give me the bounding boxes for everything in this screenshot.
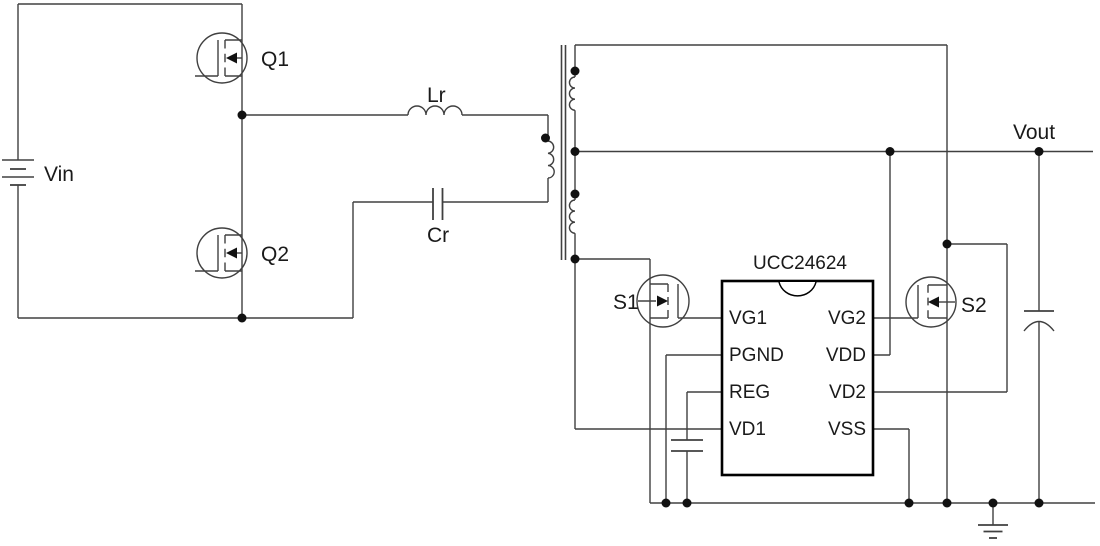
ic-ucc24624: UCC24624 VG1 PGND REG VD1 VG2 VDD VD2 VS… bbox=[720, 253, 875, 477]
junction-switch-node bbox=[237, 110, 247, 120]
transformer-symbol bbox=[547, 45, 576, 260]
junction-vdd-vout bbox=[885, 147, 895, 156]
ground-symbol bbox=[978, 503, 1008, 539]
s1-mosfet-symbol bbox=[636, 274, 690, 328]
outcap-plate-curved bbox=[1023, 320, 1055, 332]
q1-label: Q1 bbox=[261, 48, 289, 71]
s2-label: S2 bbox=[961, 294, 987, 317]
q1-arrow-icon bbox=[226, 52, 237, 64]
q1-mosfet-symbol bbox=[195, 32, 248, 84]
q2-label: Q2 bbox=[261, 243, 289, 266]
transformer-secondary-bottom-coil bbox=[568, 199, 576, 234]
s2-body-circle bbox=[905, 276, 957, 328]
s2-mosfet-symbol bbox=[905, 276, 957, 328]
junction-regcap-gnd bbox=[682, 498, 692, 508]
s1-body-circle bbox=[636, 274, 690, 328]
junction-center-tap bbox=[570, 147, 580, 156]
ic-pin-pgnd: PGND bbox=[729, 345, 784, 366]
s2-arrow-icon bbox=[928, 296, 939, 308]
junction-vd2-s2drain bbox=[942, 239, 952, 249]
secondary-bottom-polarity-dot bbox=[570, 189, 580, 199]
transformer-primary-coil bbox=[547, 140, 555, 179]
output-capacitor-symbol bbox=[1023, 310, 1055, 332]
ic-pin-vdd: VDD bbox=[826, 345, 866, 366]
junction-secondary-bottom bbox=[570, 254, 580, 264]
s1-arrow-icon bbox=[657, 295, 668, 307]
secondary-top-polarity-dot bbox=[570, 66, 580, 76]
cr-capacitor-symbol bbox=[432, 188, 444, 220]
lr-coil bbox=[407, 105, 463, 116]
lr-label: Lr bbox=[427, 84, 446, 107]
vin-label: Vin bbox=[44, 163, 74, 186]
junction-groundsym-gnd bbox=[988, 498, 998, 508]
ic-pin-vg1: VG1 bbox=[729, 308, 767, 329]
junction-dots bbox=[237, 66, 1044, 508]
junction-pgnd-gnd bbox=[661, 498, 671, 508]
q2-mosfet-symbol bbox=[195, 227, 248, 279]
ic-part-number: UCC24624 bbox=[753, 253, 847, 274]
vin-battery-symbol bbox=[2, 159, 34, 186]
vout-label: Vout bbox=[1013, 121, 1055, 144]
ic-body bbox=[720, 279, 875, 477]
ic-pin-vg2: VG2 bbox=[828, 308, 866, 329]
q2-arrow-icon bbox=[226, 247, 237, 259]
cr-label: Cr bbox=[427, 224, 449, 247]
ic-pin1-notch-icon bbox=[778, 281, 817, 297]
junction-vss-gnd bbox=[904, 498, 914, 508]
q2-body-circle bbox=[196, 227, 248, 279]
s1-label: S1 bbox=[613, 291, 639, 314]
wires bbox=[17, 3, 1095, 504]
junction-outcap-gnd bbox=[1034, 498, 1044, 508]
ic-pin-vd1: VD1 bbox=[729, 419, 766, 440]
ic-pin-vd2: VD2 bbox=[829, 382, 866, 403]
reg-capacitor-symbol bbox=[671, 439, 703, 452]
transformer-secondary-top-coil bbox=[568, 76, 576, 111]
junction-s2source-gnd bbox=[942, 498, 952, 508]
junction-q2-source bbox=[237, 313, 247, 323]
primary-polarity-dot bbox=[541, 133, 550, 143]
lr-inductor-symbol bbox=[407, 105, 463, 116]
ic-pin-vss: VSS bbox=[828, 419, 866, 440]
q1-body-circle bbox=[196, 32, 248, 84]
ic-pin-reg: REG bbox=[729, 382, 770, 403]
junction-outcap-vout bbox=[1034, 147, 1044, 156]
